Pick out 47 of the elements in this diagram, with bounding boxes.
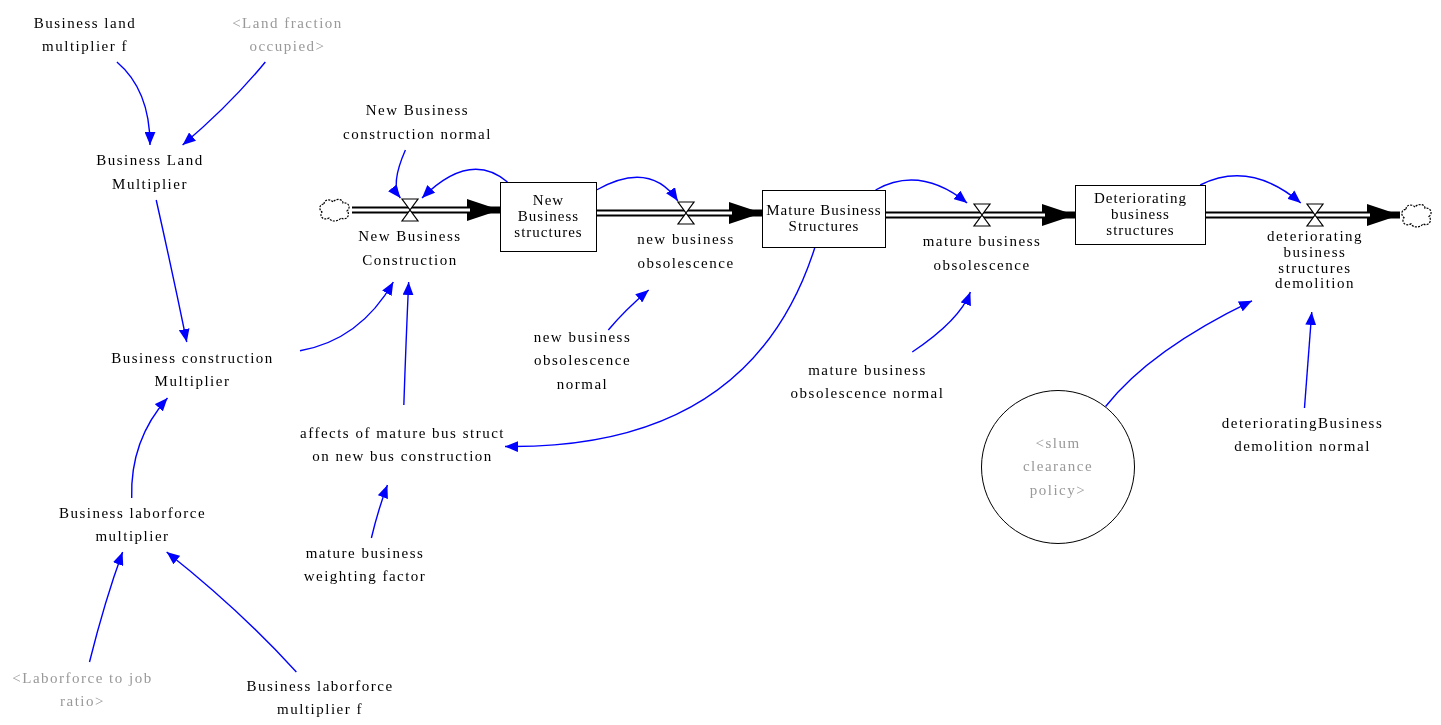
variable-label: Business land multiplier f <box>32 13 138 56</box>
shadow-variable-label: <slum clearance policy> <box>1021 434 1095 500</box>
stock-box <box>500 182 597 252</box>
link-arrow <box>421 168 509 199</box>
stock-label: Deteriorating business structures <box>1093 191 1188 239</box>
stock-box <box>1075 185 1206 245</box>
variable-label: New Business construction normal <box>342 101 493 144</box>
link-arrow <box>596 176 679 202</box>
flow-pipe <box>597 202 762 224</box>
link-arrow <box>181 61 266 146</box>
flow-pipe <box>1206 204 1400 226</box>
link-arrow <box>165 551 298 673</box>
link-arrow <box>88 551 124 663</box>
link-arrow <box>874 179 968 204</box>
link-arrow <box>504 247 816 452</box>
flow-label: deteriorating business structures demolition <box>1265 229 1365 292</box>
link-arrow <box>607 289 650 331</box>
stock-label: New Business structures <box>513 193 584 241</box>
variable-label: deterioratingBusiness demolition normal <box>1220 413 1385 456</box>
link-arrow <box>1104 300 1253 408</box>
stock-label: Mature Business Structures <box>765 203 883 235</box>
link-arrow <box>388 149 407 199</box>
variable-label: Business construction Multiplier <box>110 348 275 391</box>
flow-label: New Business Construction <box>357 227 463 270</box>
variable-label: affects of mature bus struct on new bus construction <box>300 423 505 466</box>
flow-pipe <box>352 199 500 221</box>
variable-label: Business laborforce multiplier <box>57 503 208 546</box>
link-arrow <box>155 199 190 343</box>
link-arrow <box>402 281 414 406</box>
variable-label: mature business weighting factor <box>302 543 428 586</box>
link-arrow <box>116 61 156 146</box>
link-arrow <box>911 291 972 353</box>
variable-label: Business Land Multiplier <box>95 151 205 194</box>
flow-label: mature business obsolescence <box>921 232 1043 275</box>
variable-label: new business obsolescence normal <box>532 328 633 394</box>
variable-label: Business laborforce multiplier f <box>245 676 395 719</box>
flow-pipe <box>886 204 1075 226</box>
stock-box <box>762 190 886 248</box>
link-arrow <box>299 281 395 352</box>
flow-label: new business obsolescence <box>636 230 736 273</box>
link-arrow <box>370 484 389 539</box>
link-arrow <box>1303 311 1317 409</box>
link-arrow <box>131 397 169 499</box>
link-arrow <box>1199 175 1302 204</box>
variable-label: mature business obsolescence normal <box>790 360 945 403</box>
shadow-variable-label: <Laborforce to job ratio> <box>11 668 154 711</box>
shadow-variable-label: <Land fraction occupied> <box>231 13 344 56</box>
